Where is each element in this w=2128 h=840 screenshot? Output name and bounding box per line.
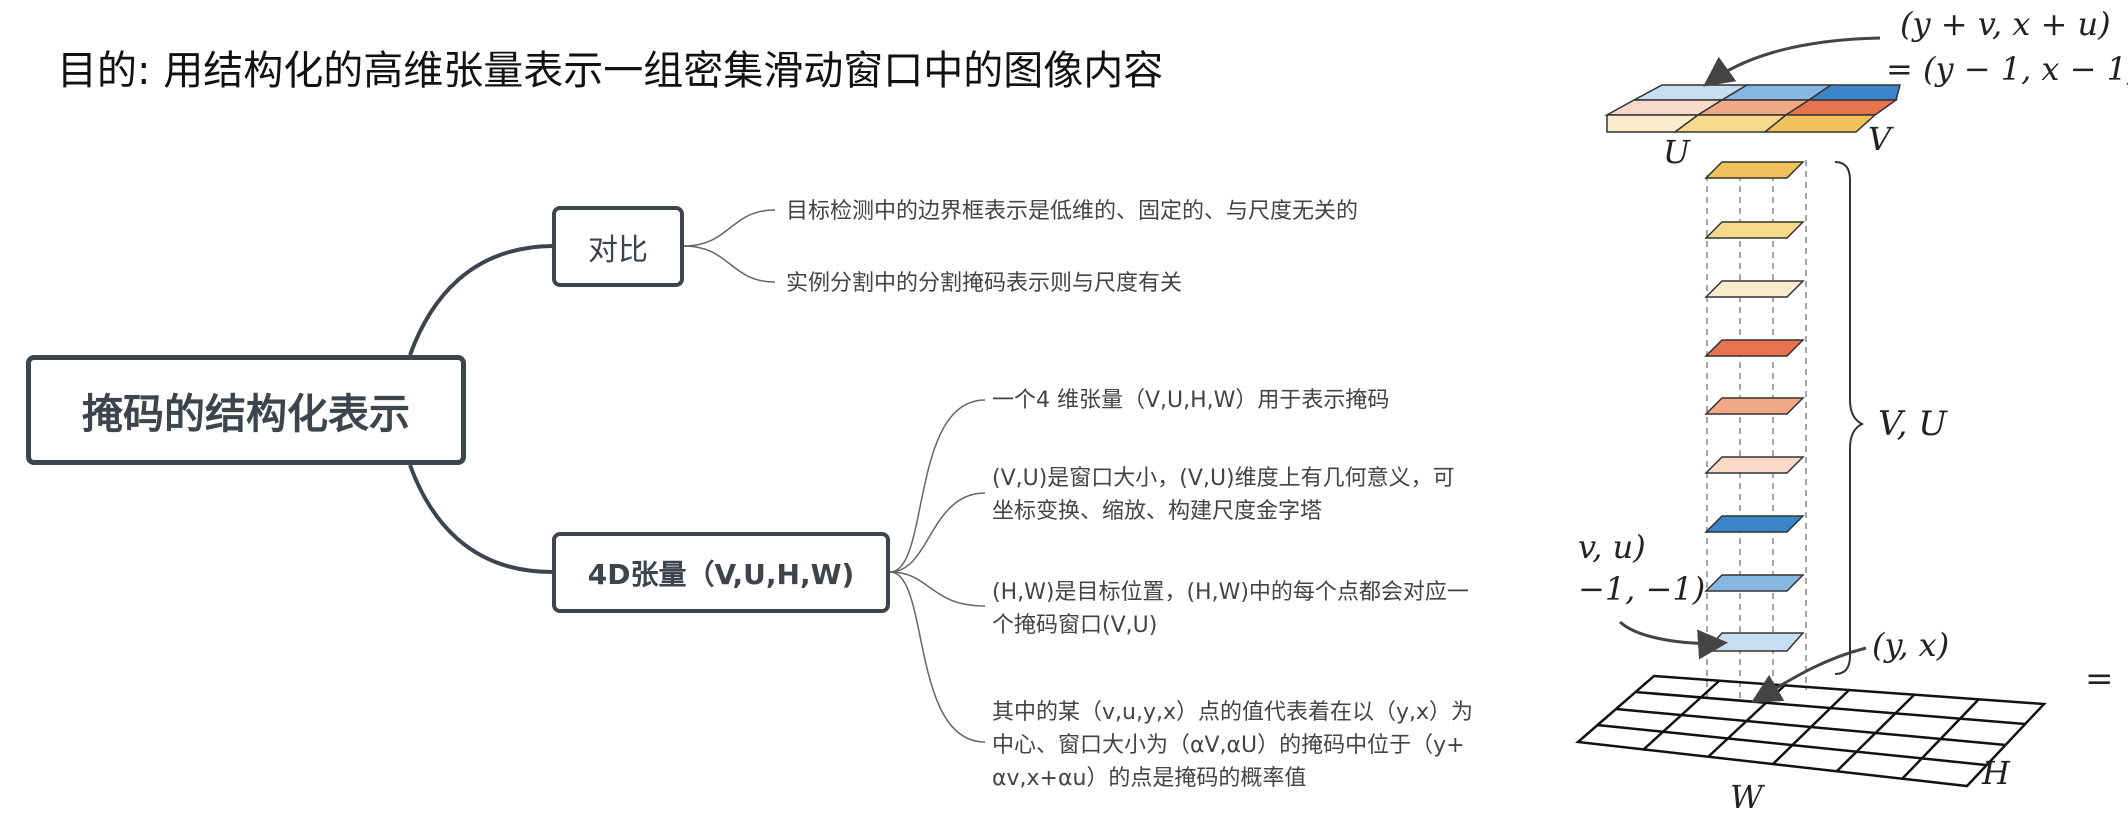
right-edge-symbol: =	[2085, 659, 2114, 699]
slice-3	[1704, 280, 1805, 298]
tensor-item-2-line1: (V,U)是窗口大小，(V,U)维度上有几何意义，可	[992, 466, 1455, 491]
connector-compare-item2	[683, 245, 776, 283]
tensor-item-4: 其中的某（v,u,y,x）点的值代表着在以（y,x）为 中心、窗口大小为（αV,…	[992, 696, 1473, 795]
slice-5	[1704, 397, 1805, 415]
slice-8	[1704, 574, 1805, 592]
compare-item-mask: 实例分割中的分割掩码表示则与尺度有关	[786, 271, 1183, 296]
tensor-item-3: (H,W)是目标位置，(H,W)中的每个点都会对应一 个掩码窗口(V,U)	[992, 576, 1469, 642]
mindmap-branch-tensor: 4D张量（V,U,H,W)	[552, 532, 890, 613]
label-vu-coord: v, u)	[1578, 528, 1646, 566]
label-u-top: U	[1663, 133, 1691, 171]
formula-line1: (y + v, x + u)	[1900, 5, 2111, 43]
tensor-item-3-line1: (H,W)是目标位置，(H,W)中的每个点都会对应一	[992, 580, 1469, 605]
arrow-vu-label	[1618, 620, 1728, 660]
label-w: W	[1730, 778, 1766, 816]
mindmap-root: 掩码的结构化表示	[26, 355, 466, 465]
top-window-grid	[1604, 84, 1901, 133]
slice-7	[1704, 515, 1805, 533]
formula-line2: = (y − 1, x − 1)	[1886, 50, 2128, 88]
tensor-item-3-line2: 个掩码窗口(V,U)	[992, 613, 1158, 638]
tensor-item-4-line2: 中心、窗口大小为（αV,αU）的掩码中位于（y+	[992, 733, 1465, 758]
tensor-item-1-line1: 一个4 维张量（V,U,H,W）用于表示掩码	[992, 388, 1390, 413]
label-v-top: V	[1868, 120, 1894, 158]
mindmap-branch-compare: 对比	[552, 206, 684, 287]
tensor-item-2: (V,U)是窗口大小，(V,U)维度上有几何意义，可 坐标变换、缩放、构建尺度金…	[992, 462, 1455, 528]
grid-cell-r2c2	[1762, 114, 1877, 133]
tensor-item-2-line2: 坐标变换、缩放、构建尺度金字塔	[992, 499, 1323, 524]
connector-tensor-item2	[889, 492, 986, 573]
slice-6	[1704, 456, 1805, 474]
bottom-position-grid	[1575, 674, 2047, 788]
connector-tensor-item4	[889, 571, 986, 743]
slice-stack	[1704, 161, 1805, 652]
tensor-item-4-line3: αv,x+αu）的点是掩码的概率值	[992, 766, 1307, 791]
connector-tensor-item3	[889, 571, 986, 607]
arrow-top-formula	[1703, 36, 1881, 87]
label-vu-value: −1, −1)	[1578, 570, 1705, 608]
dashed-guides	[1706, 160, 1807, 700]
connector-compare-item1	[683, 209, 776, 247]
slice-4	[1704, 339, 1805, 357]
label-yx: (y, x)	[1872, 626, 1949, 664]
label-h: H	[1981, 754, 2011, 792]
connector-root-compare	[408, 244, 553, 356]
tensor-item-1: 一个4 维张量（V,U,H,W）用于表示掩码	[992, 384, 1389, 417]
connector-tensor-item1	[889, 399, 986, 573]
page-title: 目的: 用结构化的高维张量表示一组密集滑动窗口中的图像内容	[57, 48, 1164, 94]
tensor-item-4-line1: 其中的某（v,u,y,x）点的值代表着在以（y,x）为	[992, 700, 1474, 725]
connector-root-tensor	[408, 464, 553, 574]
compare-item-bbox: 目标检测中的边界框表示是低维的、固定的、与尺度无关的	[786, 199, 1359, 224]
label-vu: V, U	[1878, 404, 1948, 444]
slice-2	[1704, 221, 1805, 239]
arrow-yx-label	[1750, 646, 1867, 704]
slice-1	[1704, 161, 1805, 179]
brace-vu	[1834, 161, 1865, 675]
